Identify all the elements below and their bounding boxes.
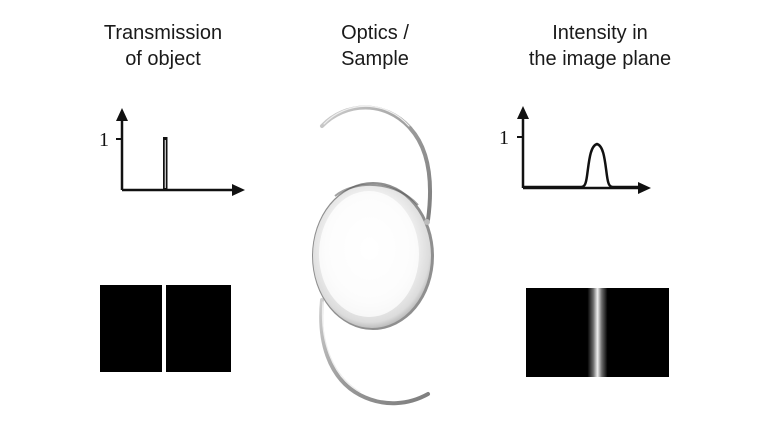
lower-haptic-highlight [321,301,361,393]
intensity-tick-label: 1 [499,127,509,149]
intensity-title-line1: Intensity in [552,22,648,44]
intensity-peak-curve [523,142,640,189]
transmission-x-arrow [232,184,245,196]
slit-block-right [166,285,231,372]
lens-optic-inner [319,191,419,317]
optics-title-line1: Optics / [341,22,409,44]
intensity-y-arrow [517,106,529,119]
transmission-title-line2: of object [125,48,201,70]
blurred-slit-rect [526,288,669,377]
upper-haptic [320,105,433,222]
optics-title: Optics / Sample [310,20,440,72]
transmission-title: Transmission of object [68,20,258,72]
upper-haptic-highlight [323,105,410,127]
transmission-tick-label: 1 [99,129,109,151]
optics-title-line2: Sample [341,48,409,70]
intensity-title: Intensity in the image plane [505,20,695,72]
intensity-title-line2: the image plane [528,48,672,70]
transmission-y-arrow [116,108,128,121]
lens-rim-shadow [334,184,419,206]
intensity-x-arrow [638,182,651,194]
lower-haptic [319,298,430,406]
haptic-joint [424,219,430,225]
transmission-title-line1: Transmission [103,22,223,44]
slit-block-left [100,285,162,372]
